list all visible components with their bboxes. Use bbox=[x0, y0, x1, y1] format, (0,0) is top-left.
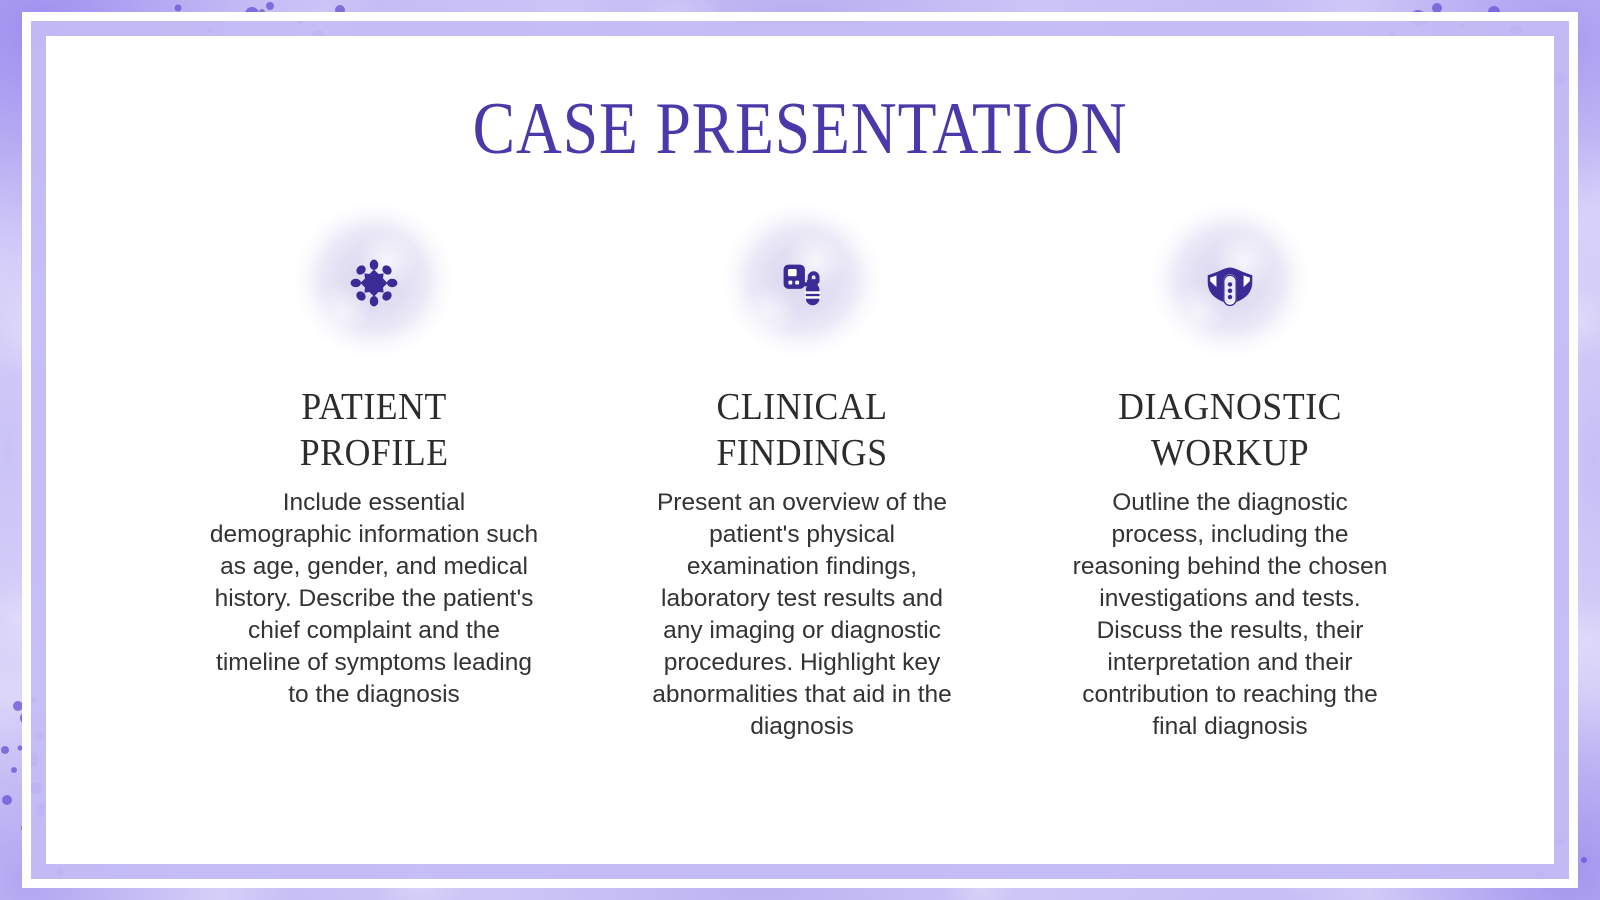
virus-icon bbox=[350, 259, 398, 307]
column-heading-diagnostic-workup: DIAGNOSTIC WORKUP bbox=[1118, 384, 1342, 477]
heading-line-1: DIAGNOSTIC bbox=[1118, 386, 1342, 428]
column-body-diagnostic-workup: Outline the diagnostic process, includin… bbox=[1072, 488, 1388, 741]
heading-line-2: FINDINGS bbox=[716, 432, 888, 475]
white-frame-border bbox=[22, 12, 1578, 888]
column-body-clinical-findings: Present an overview of the patient's phy… bbox=[652, 488, 952, 741]
icon-blob-patient-profile bbox=[293, 204, 455, 362]
purple-frame-band bbox=[31, 21, 1569, 879]
column-heading-clinical-findings: CLINICAL FINDINGS bbox=[716, 384, 887, 477]
column-patient-profile: PATIENT PROFILE Include essential demogr… bbox=[204, 204, 544, 711]
icon-blob-clinical-findings bbox=[721, 204, 883, 362]
columns-container: PATIENT PROFILE Include essential demogr… bbox=[196, 204, 1406, 743]
page-title: CASE PRESENTATION bbox=[472, 88, 1128, 170]
heading-line-1: PATIENT bbox=[301, 386, 447, 428]
heading-line-1: CLINICAL bbox=[716, 386, 888, 428]
column-heading-patient-profile: PATIENT PROFILE bbox=[300, 384, 449, 477]
content-card: CASE PRESENTATION bbox=[46, 36, 1554, 864]
face-mask-icon bbox=[1207, 267, 1253, 307]
column-body-patient-profile: Include essential demographic informatio… bbox=[209, 488, 539, 709]
icon-blob-diagnostic-workup bbox=[1149, 204, 1311, 362]
blood-pressure-monitor-icon bbox=[783, 264, 821, 306]
column-clinical-findings: CLINICAL FINDINGS Present an overview of… bbox=[632, 204, 972, 743]
heading-line-2: WORKUP bbox=[1150, 432, 1310, 475]
heading-line-2: PROFILE bbox=[299, 432, 449, 475]
column-diagnostic-workup: DIAGNOSTIC WORKUP Outline the diagnostic… bbox=[1060, 204, 1400, 743]
